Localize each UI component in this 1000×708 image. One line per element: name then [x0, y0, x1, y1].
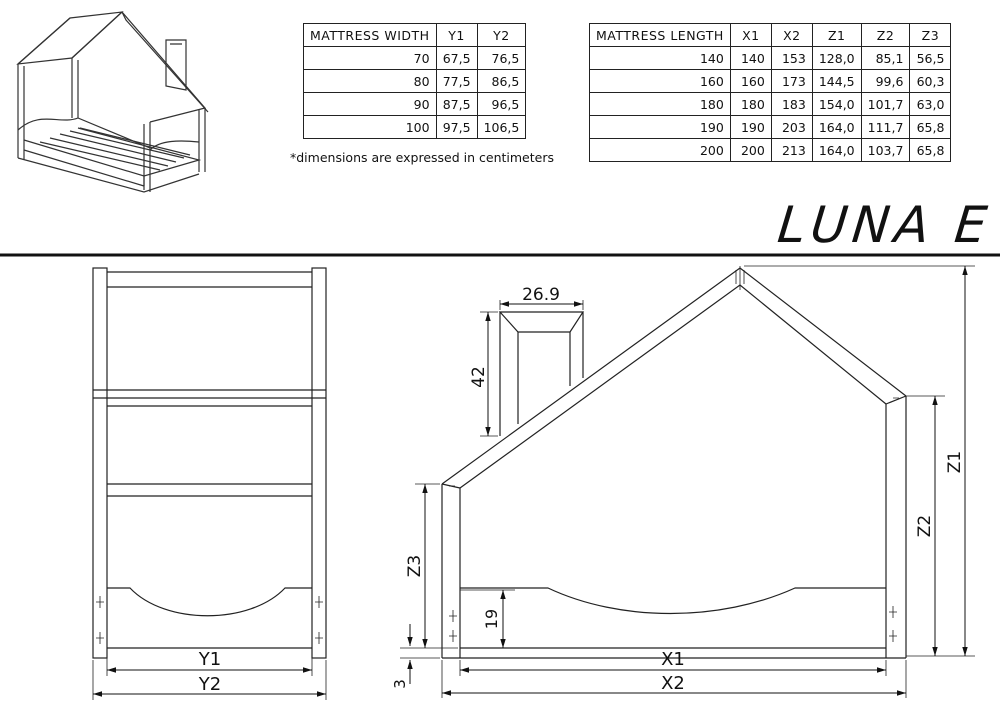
table-cell: 97,5 [435, 115, 478, 139]
table-cell: 140 [589, 46, 731, 70]
table-header-row: MATTRESS WIDTH Y1 Y2 [303, 23, 527, 47]
z2-label: Z2 [915, 515, 935, 537]
table-cell: 154,0 [811, 92, 862, 116]
x1-dimension: X1 [460, 649, 886, 673]
table-cell: 96,5 [476, 92, 527, 116]
table-cell: 180 [589, 92, 731, 116]
table-cell: 77,5 [435, 69, 478, 93]
isometric-bed-sketch [16, 11, 209, 193]
header-z2: Z2 [860, 23, 911, 47]
table-header-row: MATTRESS LENGTH X1 X2 Z1 Z2 Z3 [589, 23, 952, 47]
table-row: 160 160 173 144,5 99,6 60,3 [589, 69, 952, 93]
table-cell: 106,5 [476, 115, 527, 139]
table-cell: 86,5 [476, 69, 527, 93]
table-cell: 70 [303, 46, 437, 70]
x2-label: X2 [661, 673, 685, 694]
table-row: 200 200 213 164,0 103,7 65,8 [589, 138, 952, 162]
units-footnote: *dimensions are expressed in centimeters [290, 150, 554, 165]
chimney-height-dimension: 42 [469, 312, 491, 436]
front-view-drawing [92, 267, 327, 700]
z1-dimension: Z1 [945, 266, 968, 656]
table-cell: 90 [303, 92, 437, 116]
floor-gap-label: 3 [391, 679, 409, 689]
table-cell: 67,5 [435, 46, 478, 70]
y1-dimension: Y1 [107, 649, 312, 673]
chimney-width-dimension: 26.9 [500, 285, 583, 307]
chimney-height-label: 42 [469, 366, 489, 388]
table-cell: 164,0 [811, 115, 862, 139]
table-cell: 65,8 [909, 138, 952, 162]
table-cell: 87,5 [435, 92, 478, 116]
table-row: 140 140 153 128,0 85,1 56,5 [589, 46, 952, 70]
y1-label: Y1 [198, 649, 221, 670]
mattress-width-table: MATTRESS WIDTH Y1 Y2 70 67,5 76,5 80 77,… [303, 23, 527, 139]
table-cell: 160 [729, 69, 772, 93]
floor-gap-dimension: 3 [391, 624, 413, 689]
table-cell: 100 [303, 115, 437, 139]
header-mattress-width: MATTRESS WIDTH [303, 23, 437, 47]
table-row: 80 77,5 86,5 [303, 69, 527, 93]
z3-dimension: Z3 [405, 484, 428, 648]
table-row: 100 97,5 106,5 [303, 115, 527, 139]
chimney-width-label: 26.9 [522, 285, 560, 305]
table-row: 190 190 203 164,0 111,7 65,8 [589, 115, 952, 139]
table-cell: 200 [589, 138, 731, 162]
table-row: 70 67,5 76,5 [303, 46, 527, 70]
table-cell: 164,0 [811, 138, 862, 162]
table-cell: 60,3 [909, 69, 952, 93]
table-cell: 128,0 [811, 46, 862, 70]
y2-dimension: Y2 [93, 674, 326, 697]
table-cell: 190 [589, 115, 731, 139]
header-mattress-length: MATTRESS LENGTH [589, 23, 731, 47]
table-cell: 99,6 [860, 69, 911, 93]
z1-label: Z1 [945, 451, 965, 473]
y2-label: Y2 [198, 674, 221, 695]
header-z1: Z1 [811, 23, 862, 47]
table-cell: 213 [770, 138, 813, 162]
rail-height-dimension: 19 [482, 590, 506, 648]
z2-dimension: Z2 [915, 396, 938, 656]
table-row: 90 87,5 96,5 [303, 92, 527, 116]
table-cell: 63,0 [909, 92, 952, 116]
table-cell: 65,8 [909, 115, 952, 139]
side-view-drawing [400, 265, 975, 698]
table-cell: 203 [770, 115, 813, 139]
mattress-length-table: MATTRESS LENGTH X1 X2 Z1 Z2 Z3 140 140 1… [589, 23, 952, 162]
table-cell: 76,5 [476, 46, 527, 70]
rail-height-label: 19 [482, 609, 501, 629]
table-cell: 183 [770, 92, 813, 116]
table-cell: 80 [303, 69, 437, 93]
header-y1: Y1 [435, 23, 478, 47]
table-cell: 200 [729, 138, 772, 162]
x1-label: X1 [661, 649, 685, 670]
z3-label: Z3 [405, 555, 425, 577]
table-cell: 180 [729, 92, 772, 116]
x2-dimension: X2 [442, 673, 906, 696]
